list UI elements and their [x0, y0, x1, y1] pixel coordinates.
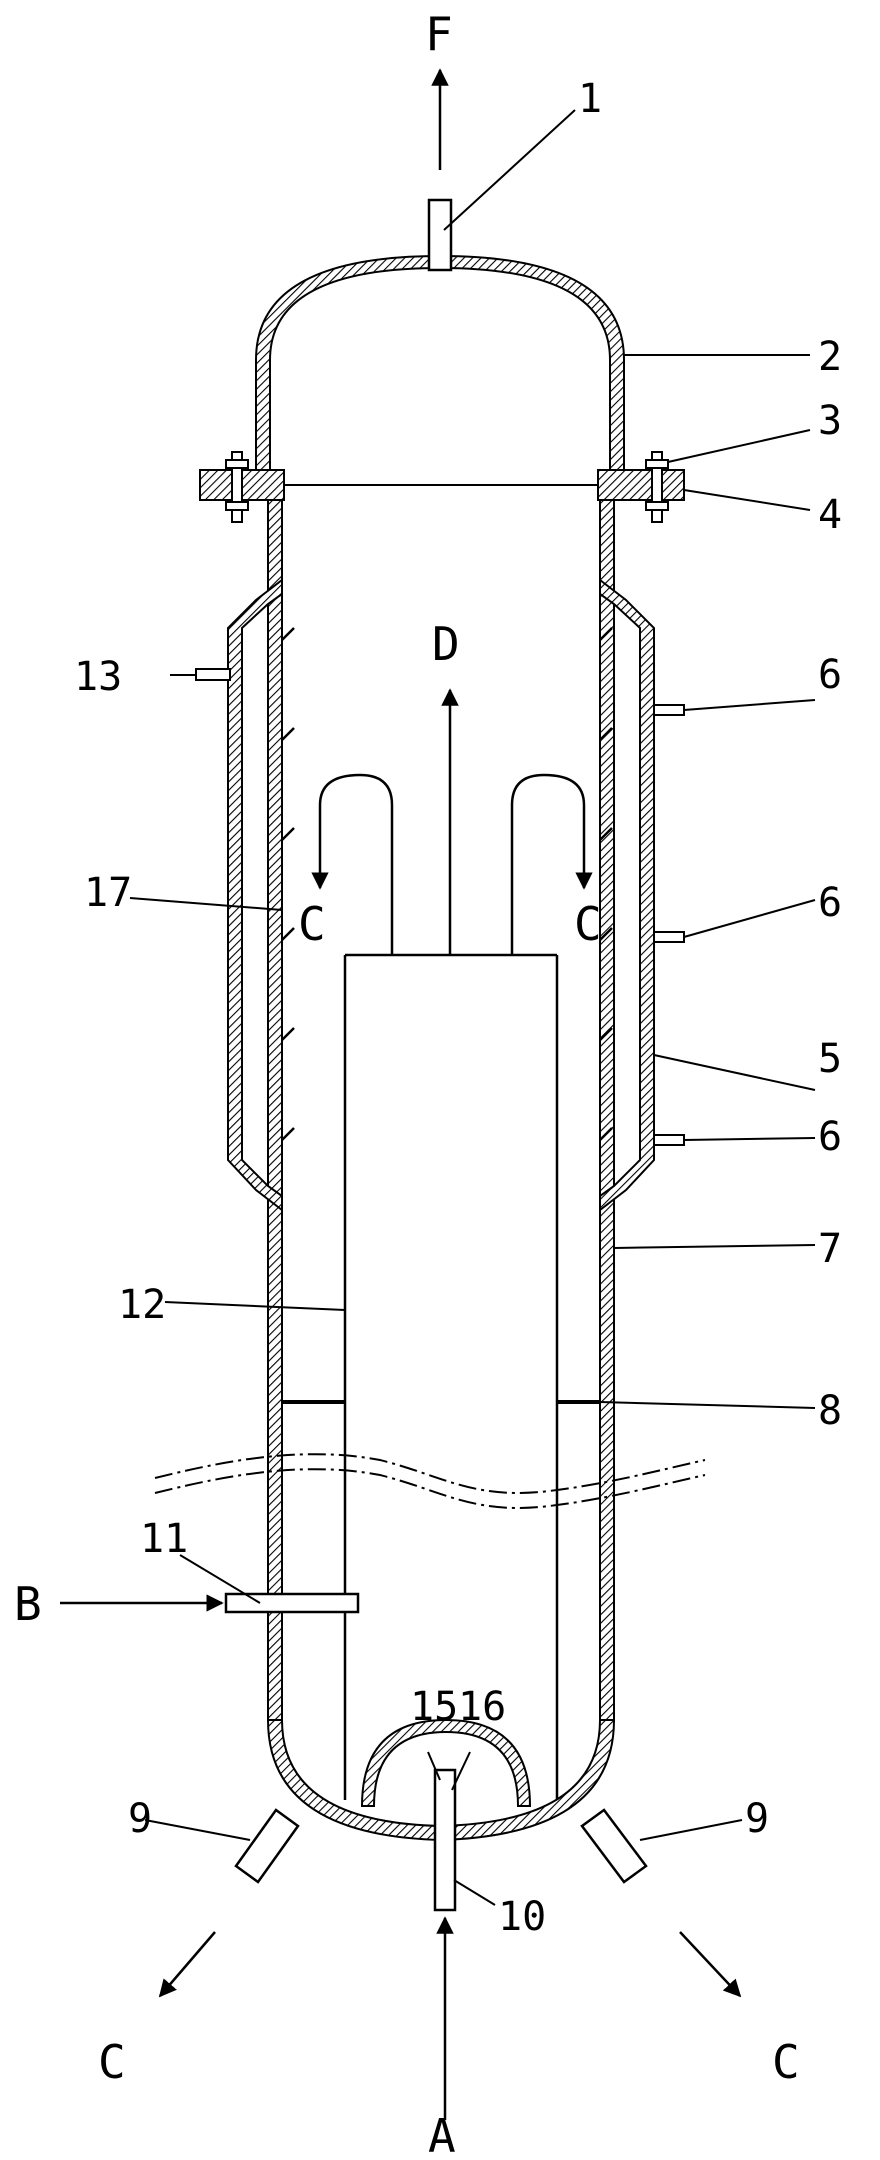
bottom-inlet-nozzle — [433, 1768, 457, 1912]
flow-label-a: A — [428, 2109, 456, 2160]
flow-label-c-inner-right: C — [574, 897, 602, 951]
part-number-8: 8 — [818, 1388, 842, 1434]
vessel-shell — [255, 254, 625, 1842]
flow-label-c-outlet-right: C — [772, 2035, 800, 2089]
flow-arrows — [60, 68, 742, 2120]
part-number-6b: 6 — [818, 880, 842, 926]
part-number-3: 3 — [818, 398, 842, 444]
part-number-16: 16 — [458, 1684, 506, 1730]
part-number-10: 10 — [498, 1894, 546, 1940]
part-number-13: 13 — [74, 654, 122, 700]
bottom-outlet-nozzles — [234, 1808, 648, 1884]
cooling-jacket — [227, 577, 655, 1213]
gas-distributor — [360, 1718, 532, 1807]
part-number-5: 5 — [818, 1036, 842, 1082]
part-number-6c: 6 — [818, 1114, 842, 1160]
top-outlet-nozzle — [427, 198, 453, 272]
break-line — [154, 1453, 706, 1509]
part-number-17: 17 — [84, 870, 132, 916]
jacket-baffles — [281, 627, 613, 1141]
part-number-2: 2 — [818, 334, 842, 380]
part-number-7: 7 — [818, 1226, 842, 1272]
part-number-9-left: 9 — [128, 1796, 152, 1842]
flow-label-c-inner-left: C — [298, 897, 326, 951]
part-number-6a: 6 — [818, 652, 842, 698]
part-number-9-right: 9 — [745, 1796, 769, 1842]
flow-label-c-outlet-left: C — [98, 2035, 126, 2089]
leader-lines — [129, 109, 816, 1906]
flange-bolts — [225, 451, 669, 523]
part-number-4: 4 — [818, 492, 842, 538]
jacket-nozzle-13 — [195, 668, 231, 681]
part-number-11: 11 — [140, 1516, 188, 1562]
flow-label-f: F — [425, 7, 453, 61]
flange — [199, 469, 685, 501]
draft-tube — [343, 953, 559, 1800]
flow-label-d: D — [432, 617, 460, 671]
flow-label-b: B — [14, 1577, 42, 1631]
part-number-1: 1 — [578, 76, 602, 122]
part-number-15: 15 — [410, 1684, 458, 1730]
side-feed-pipe — [224, 1592, 360, 1614]
part-number-12: 12 — [118, 1282, 166, 1328]
jacket-nozzles — [653, 704, 685, 1146]
